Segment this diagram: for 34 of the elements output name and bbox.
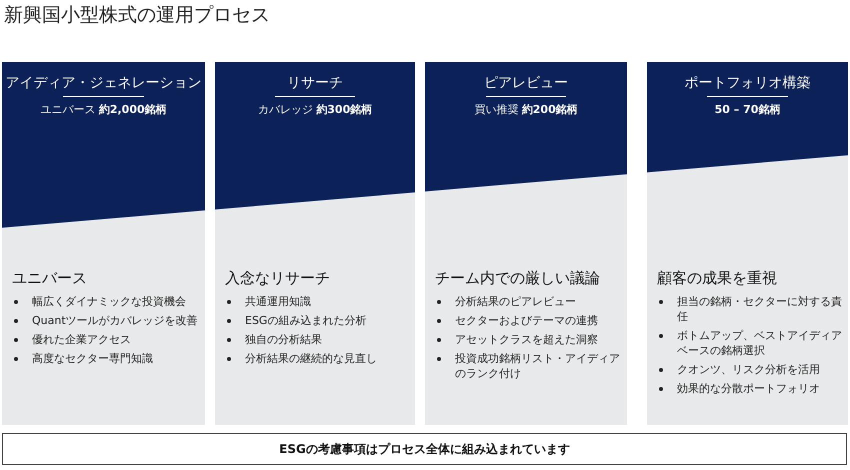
stock-count: 50 – 70銘柄 [714, 102, 782, 117]
section-heading: チーム内での厳しい議論 [435, 269, 600, 288]
bullet-item: 優れた企業アクセス [32, 332, 132, 347]
bullet-item: 共通運用知識 [245, 294, 312, 309]
process-column [2, 62, 205, 425]
bullet-item: クオンツ、リスク分析を活用 [677, 362, 821, 377]
stage-title: ピアレビュー [483, 74, 569, 92]
bullet-item: Quantツールがカバレッジを改善 [32, 313, 199, 328]
stock-count: 買い推奨 約200銘柄 [473, 102, 579, 117]
page-title: 新興国小型株式の運用プロセス [4, 3, 270, 28]
note-box: ESGの考慮事項はプロセス全体に組み込まれています [2, 433, 847, 465]
section-heading: ユニバース [12, 269, 87, 288]
stock-count: ユニバース 約2,000銘柄 [39, 102, 168, 117]
section-heading: 顧客の成果を重視 [657, 269, 777, 288]
bullet-item: ESGの組み込まれた分析 [245, 313, 368, 328]
bullet-item: 分析結果のピアレビュー [455, 294, 577, 309]
stage-title: ポートフォリオ構築 [684, 74, 812, 92]
stock-count: カバレッジ 約300銘柄 [256, 102, 374, 117]
bullet-item: 高度なセクター専門知識 [32, 351, 154, 366]
section-heading: 入念なリサーチ [225, 269, 330, 288]
stage-title: リサーチ [286, 74, 344, 92]
bullet-item: アセットクラスを超えた洞察 [455, 332, 599, 347]
bullet-item: 担当の銘柄・セクターに対する責任 [677, 294, 842, 324]
bullet-item: 幅広くダイナミックな投資機会 [32, 294, 187, 309]
process-column [425, 62, 627, 425]
bullet-item: 独自の分析結果 [245, 332, 323, 347]
process-column [215, 62, 415, 425]
bullet-item: セクターおよびテーマの連携 [455, 313, 599, 328]
bullet-item: 投資成功銘柄リスト・アイディアのランク付け [455, 351, 621, 381]
bullet-item: 分析結果の継続的な見直し [245, 351, 378, 366]
stage-title: アイディア・ジェネレーション [4, 74, 202, 92]
bullet-item: 効果的な分散ポートフォリオ [677, 381, 821, 396]
bullet-item: ボトムアップ、ベストアイディアベースの銘柄選択 [677, 328, 842, 358]
process-column [647, 62, 848, 425]
